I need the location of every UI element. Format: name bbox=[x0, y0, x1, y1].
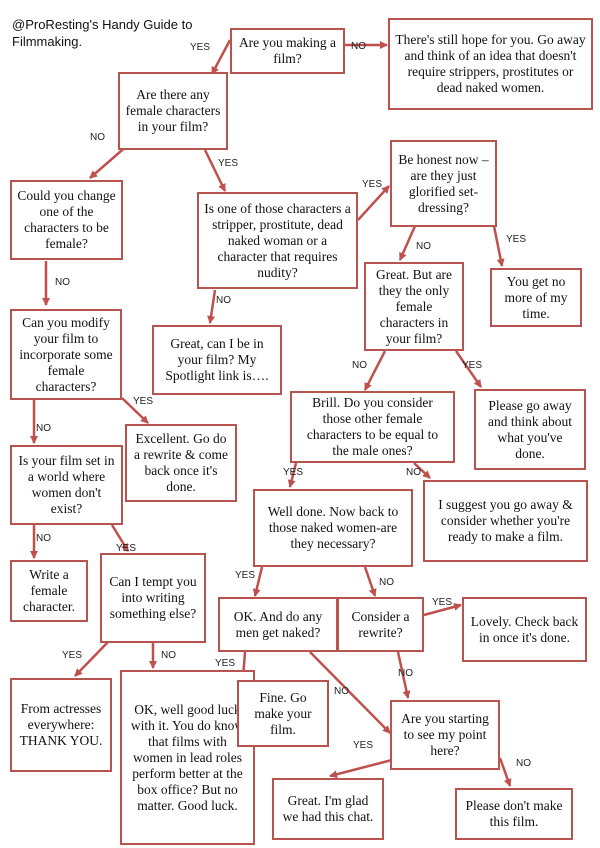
flow-arrow bbox=[287, 462, 298, 488]
label-no: NO bbox=[90, 132, 105, 143]
flow-arrow bbox=[121, 397, 149, 424]
label-no: NO bbox=[406, 467, 421, 478]
label-yes: YES bbox=[235, 570, 256, 581]
label-yes: YES bbox=[218, 158, 239, 169]
label-yes: YES bbox=[353, 740, 374, 751]
label-yes: YES bbox=[462, 360, 483, 371]
flow-arrow bbox=[357, 185, 390, 221]
label-no: NO bbox=[161, 650, 176, 661]
node-from-actresses: From actresses everywhere: THANK YOU. bbox=[10, 678, 112, 772]
label-yes: YES bbox=[215, 658, 236, 669]
flow-arrow bbox=[498, 757, 512, 787]
node-lovely-check: Lovely. Check back in once it's done. bbox=[462, 597, 587, 662]
label-no: NO bbox=[351, 41, 366, 52]
label-yes: YES bbox=[432, 597, 453, 608]
flow-arrow bbox=[413, 462, 431, 479]
node-still-hope: There's still hope for you. Go away and … bbox=[388, 18, 593, 110]
flow-arrow bbox=[398, 225, 417, 261]
node-world-no-women: Is your film set in a world where women … bbox=[10, 445, 123, 525]
label-yes: YES bbox=[506, 234, 527, 245]
label-no: NO bbox=[516, 758, 531, 769]
flow-arrow bbox=[207, 289, 217, 324]
flow-arrow bbox=[363, 566, 377, 597]
node-fine-go: Fine. Go make your film. bbox=[237, 680, 329, 747]
label-no: NO bbox=[55, 277, 70, 288]
node-set-dressing: Be honest now – are they just glorified … bbox=[390, 140, 497, 227]
node-go-away-think: Please go away and think about what you'… bbox=[474, 389, 586, 470]
label-no: NO bbox=[398, 668, 413, 679]
flow-arrow bbox=[203, 149, 227, 192]
node-see-point: Are you starting to see my point here? bbox=[390, 700, 500, 770]
node-modify-film: Can you modify your film to incorporate … bbox=[10, 309, 122, 400]
guide-title: @ProResting's Handy Guide to Filmmaking. bbox=[12, 17, 193, 49]
label-no: NO bbox=[36, 533, 51, 544]
flow-arrow bbox=[396, 651, 411, 699]
flow-arrow bbox=[110, 524, 130, 552]
label-yes: YES bbox=[362, 179, 383, 190]
flow-arrow bbox=[210, 39, 232, 75]
node-change-one: Could you change one of the characters t… bbox=[10, 180, 123, 260]
node-only-female: Great. But are they the only female char… bbox=[364, 262, 464, 351]
node-go-away-ready: I suggest you go away & consider whether… bbox=[423, 480, 588, 562]
flow-arrow bbox=[309, 651, 391, 734]
node-write-female: Write a female character. bbox=[10, 560, 88, 622]
flow-arrow bbox=[423, 602, 462, 617]
label-no: NO bbox=[379, 577, 394, 588]
label-no: NO bbox=[416, 241, 431, 252]
label-yes: YES bbox=[190, 42, 211, 53]
node-ok-well-good: OK, well good luck with it. You do know … bbox=[120, 670, 255, 845]
label-yes: YES bbox=[283, 467, 304, 478]
node-no-more-time: You get no more of my time. bbox=[490, 268, 582, 327]
label-no: NO bbox=[352, 360, 367, 371]
flow-arrow bbox=[363, 350, 387, 391]
flow-arrow bbox=[89, 144, 129, 179]
node-female-characters: Are there any female characters in your … bbox=[118, 72, 228, 150]
label-yes: YES bbox=[116, 543, 137, 554]
label-yes: YES bbox=[62, 650, 83, 661]
node-glad-chat: Great. I'm glad we had this chat. bbox=[272, 778, 384, 840]
node-dont-make: Please don't make this film. bbox=[455, 788, 573, 840]
node-excellent-rewrite: Excellent. Go do a rewrite & come back o… bbox=[125, 424, 237, 502]
label-no: NO bbox=[216, 295, 231, 306]
label-yes: YES bbox=[133, 396, 154, 407]
node-tempt-writing: Can I tempt you into writing something e… bbox=[100, 553, 206, 643]
node-be-in-film: Great, can I be in your film? My Spotlig… bbox=[152, 325, 282, 395]
flow-arrow bbox=[329, 758, 393, 779]
flow-arrow bbox=[454, 350, 483, 388]
label-no: NO bbox=[334, 686, 349, 697]
node-making-film: Are you making a film? bbox=[230, 28, 345, 74]
node-naked-necessary: Well done. Now back to those naked women… bbox=[253, 489, 413, 567]
node-consider-rewrite: Consider a rewrite? bbox=[337, 597, 424, 652]
label-no: NO bbox=[36, 423, 51, 434]
node-equal-male: Brill. Do you consider those other femal… bbox=[290, 391, 455, 463]
flow-arrow bbox=[74, 641, 109, 677]
flow-arrow bbox=[252, 566, 264, 597]
node-men-naked: OK. And do any men get naked? bbox=[218, 597, 338, 652]
node-stripper: Is one of those characters a stripper, p… bbox=[197, 192, 358, 289]
flow-arrow bbox=[492, 225, 505, 267]
